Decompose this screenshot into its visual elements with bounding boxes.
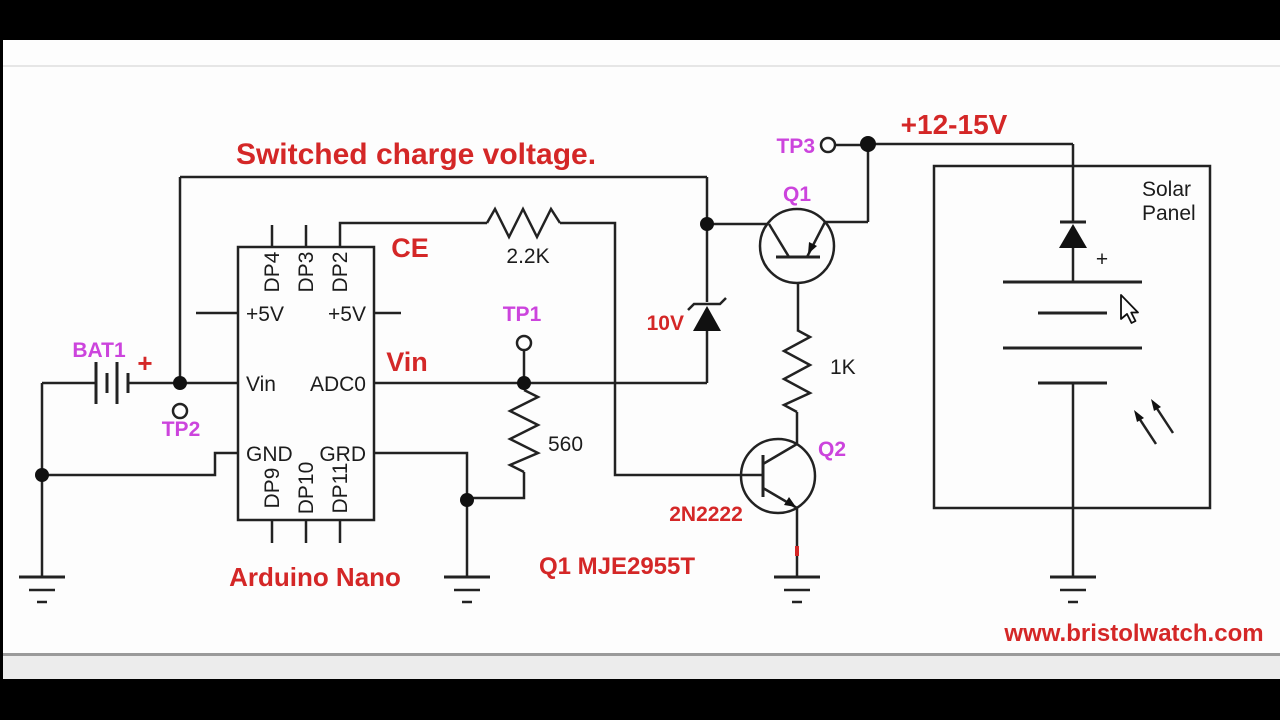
q1-pnp-arrow	[808, 242, 817, 254]
pin-5v-left: +5V	[246, 303, 284, 326]
q2-ref-label: Q2	[818, 438, 846, 461]
wire-560-jog	[467, 472, 526, 500]
transistor-q1	[758, 207, 836, 285]
testpoint-tp1-circle	[515, 334, 533, 352]
zener-diode	[687, 297, 727, 331]
q2-part-label: 2N2222	[669, 503, 743, 526]
vin-net-label: Vin	[386, 347, 428, 377]
pin-grd: GRD	[319, 443, 366, 466]
junction-dot	[35, 468, 49, 482]
bottom-letterbox-bar	[0, 679, 1280, 720]
pin-dp2: DP2	[329, 252, 352, 293]
pin-dp10: DP10	[295, 462, 318, 515]
q2-collector-diag	[762, 442, 798, 466]
wire-grd-to-ground	[374, 451, 469, 577]
light-arrows-icon	[1134, 399, 1175, 445]
solar-panel-box	[932, 164, 1212, 510]
battery-ref-label: BAT1	[72, 339, 126, 362]
tp2-label: TP2	[162, 418, 201, 441]
arduino-pin-labels: +5V Vin GND +5V ADC0 GRD DP4 DP3 DP2 DP9…	[246, 251, 366, 514]
junction-dot	[173, 376, 187, 390]
battery-plus-label: +	[137, 348, 152, 378]
ground-icon	[774, 575, 820, 604]
transistor-q2	[739, 437, 817, 515]
tp3-label: TP3	[776, 135, 815, 158]
junction-dots	[35, 136, 876, 507]
ground-icon	[19, 575, 65, 604]
solar-label-line2: Panel	[1142, 202, 1196, 225]
pin-dp9: DP9	[261, 468, 284, 509]
junction-dot	[700, 217, 714, 231]
ground-icon	[1050, 575, 1096, 604]
arduino-name-label: Arduino Nano	[229, 562, 401, 592]
wire-dp-bottom-stubs	[270, 520, 342, 543]
testpoint-tp2-circle	[171, 402, 189, 420]
bottom-divider	[3, 653, 1280, 656]
q1-part-label: Q1 MJE2955T	[539, 553, 695, 580]
arduino-box	[236, 245, 376, 522]
solar-label-line1: Solar	[1142, 178, 1191, 201]
ce-net-label: CE	[391, 233, 429, 263]
wire-gnd-return	[42, 451, 238, 477]
r2k2-value-label: 2.2K	[506, 245, 549, 268]
junction-dot	[860, 136, 876, 152]
watermark: www.bristolwatch.com	[1003, 620, 1263, 647]
pin-dp11: DP11	[329, 463, 352, 514]
solar-panel	[932, 164, 1212, 510]
pin-vin: Vin	[246, 373, 276, 396]
bottom-strip	[3, 656, 1280, 679]
pin-dp3: DP3	[295, 252, 318, 293]
red-artifact-mark	[795, 546, 799, 556]
panel-diode-triangle	[1059, 224, 1087, 248]
ground-icon	[444, 575, 490, 604]
pin-adc0: ADC0	[310, 373, 366, 396]
tp1-label: TP1	[503, 303, 542, 326]
resistor-560	[507, 388, 541, 474]
junction-dot	[517, 376, 531, 390]
q2-npn-arrow	[784, 497, 796, 507]
schematic-title: Switched charge voltage.	[236, 138, 596, 171]
pin-dp4: DP4	[261, 251, 284, 292]
q1-collector-diag	[767, 223, 791, 258]
supply-net-label: +12-15V	[901, 109, 1008, 140]
q1-ref-label: Q1	[783, 183, 811, 206]
wire-ce-line	[338, 221, 487, 247]
testpoint-tp3-circle	[819, 136, 837, 154]
zener-cathode-bar	[687, 297, 727, 311]
resistor-2k2	[485, 206, 562, 240]
wire-ce-to-q2base	[560, 221, 741, 477]
q1-circle	[758, 207, 836, 285]
solar-plus-label: +	[1096, 248, 1108, 271]
battery-symbol	[94, 362, 130, 404]
pin-5v-right: +5V	[328, 303, 366, 326]
zener-triangle	[693, 306, 721, 331]
junction-dot	[460, 493, 474, 507]
wire-dp43-stubs	[270, 225, 308, 247]
ground-symbols	[19, 575, 1096, 604]
pin-gnd: GND	[246, 443, 293, 466]
r1k-value-label: 1K	[830, 356, 856, 379]
zener-value-label: 10V	[647, 312, 684, 335]
resistor-1k	[781, 328, 813, 414]
r560-value-label: 560	[548, 433, 583, 456]
mouse-cursor-icon	[1120, 294, 1139, 324]
